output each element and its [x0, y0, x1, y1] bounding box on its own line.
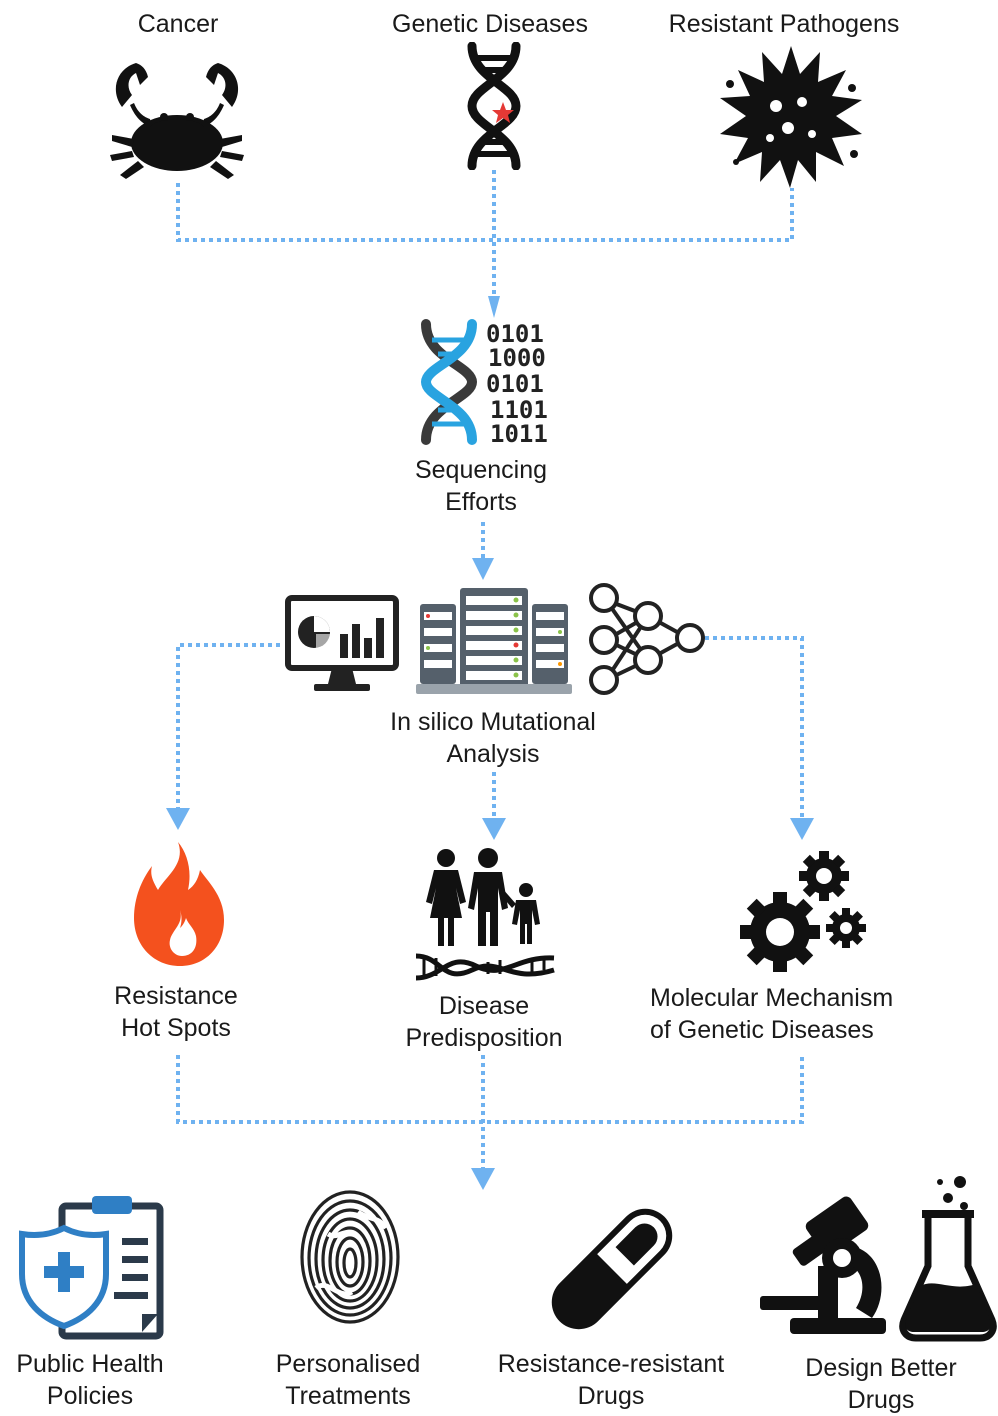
gears-icon — [740, 851, 866, 972]
dna-binary-icon: 0101 1000 0101 1101 1011 — [420, 319, 548, 446]
health-clipboard-icon — [19, 1196, 164, 1340]
label-molecular-mechanism: Molecular Mechanism of Genetic Diseases — [650, 984, 894, 1044]
label-resistance-hot-spots: Resistance Hot Spots — [114, 982, 238, 1042]
label-public-health-policies: Public Health Policies — [16, 1350, 164, 1410]
flask-icon — [899, 1176, 997, 1342]
fingerprint-icon — [300, 1190, 400, 1324]
arrowhead — [482, 818, 506, 840]
dashboard-monitor-icon — [285, 595, 399, 691]
connector-right-branch — [705, 636, 804, 822]
label-design-better-drugs: Design Better Drugs — [805, 1354, 957, 1414]
family-dna-icon — [415, 848, 555, 981]
crab-icon — [110, 63, 244, 179]
binary-row: 0101 — [486, 370, 544, 398]
pill-icon — [551, 1208, 673, 1330]
arrowhead — [471, 1168, 495, 1190]
connector-findings — [176, 1055, 804, 1124]
arrowhead — [472, 558, 494, 580]
label-disease-predisposition: Disease Predisposition — [405, 992, 563, 1052]
server-rack-icon — [416, 588, 572, 694]
label-sequencing-efforts: Sequencing Efforts — [414, 456, 548, 516]
arrowhead — [488, 296, 500, 318]
binary-row: 1101 — [490, 396, 548, 424]
virus-icon — [720, 46, 862, 188]
label-personalised-treatments: Personalised Treatments — [275, 1350, 421, 1410]
microscope-icon — [760, 1196, 886, 1334]
connector-left-branch — [176, 643, 280, 812]
arrowhead — [790, 818, 814, 840]
binary-row: 1000 — [488, 344, 546, 372]
binary-row: 1011 — [490, 420, 548, 446]
binary-row: 0101 — [486, 320, 544, 348]
arrowhead — [166, 808, 190, 830]
label-resistant-pathogens: Resistant Pathogens — [668, 10, 900, 38]
flame-icon — [134, 842, 224, 966]
label-resistance-resistant-drugs: Resistance-resistant Drugs — [497, 1350, 725, 1410]
dna-star-icon — [467, 42, 521, 170]
label-genetic-diseases: Genetic Diseases — [392, 10, 588, 38]
neural-network-icon — [589, 583, 705, 695]
label-cancer: Cancer — [137, 10, 219, 38]
label-in-silico-analysis: In silico Mutational Analysis — [390, 708, 596, 768]
connector-sources — [176, 183, 794, 242]
